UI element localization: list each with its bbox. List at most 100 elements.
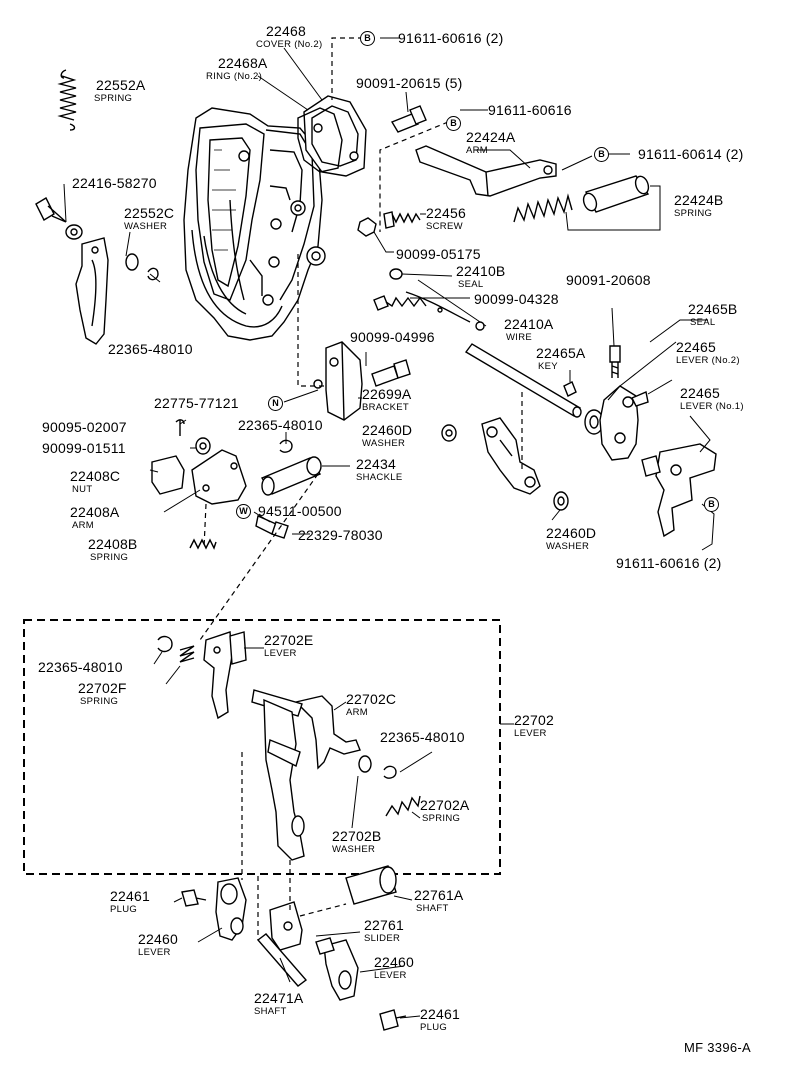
callout-number: 22702A — [420, 797, 470, 813]
governor-housing — [183, 95, 367, 341]
seal-22410b — [389, 268, 403, 280]
callout-number: 90099-05175 — [396, 246, 481, 262]
callout-number: 22456 — [426, 205, 466, 221]
callout-number: 22461 — [110, 888, 150, 904]
callout-number: 22468 — [266, 23, 306, 39]
callout-name: SPRING — [80, 696, 119, 707]
lever-22460-left — [215, 877, 247, 941]
callout-number: 90091-20615 (5) — [356, 75, 463, 91]
callout-name: LEVER — [264, 648, 297, 659]
slider-22761 — [269, 901, 303, 951]
callout-name: SEAL — [690, 317, 716, 328]
snap-ring-22702b — [383, 765, 397, 779]
lever-22460-right — [315, 937, 359, 1001]
callout-name: WASHER — [362, 438, 406, 449]
callout-name: WASHER — [124, 221, 168, 232]
callout-number: 22460 — [374, 954, 414, 970]
symbol-b-icon: B — [446, 116, 461, 131]
callout-number: 22699A — [362, 386, 412, 402]
callout-number: 22465A — [536, 345, 586, 361]
symbol-b-icon: B — [594, 147, 609, 162]
callout-name: SHACKLE — [356, 472, 403, 483]
bolt-90091-20615 — [390, 105, 427, 133]
callout-number: 22416-58270 — [72, 175, 157, 191]
callout-number: 22424A — [466, 129, 516, 145]
callout-number: 22410B — [456, 263, 506, 279]
arm-22702c — [251, 689, 361, 770]
wire-22410a — [373, 279, 487, 331]
callout-number: 22329-78030 — [298, 527, 383, 543]
callout-name: SPRING — [674, 208, 713, 219]
key-22465a — [563, 381, 577, 397]
callout-name: ARM — [72, 520, 95, 531]
callout-name: WASHER — [332, 844, 376, 855]
screw-22456 — [383, 211, 421, 229]
callout-number: 22702 — [514, 712, 554, 728]
callout-number: 91611-60616 (2) — [398, 30, 504, 46]
shaft-22471a — [256, 933, 308, 987]
callout-number: 94511-00500 — [258, 503, 342, 519]
callout-number: 22365-48010 — [108, 341, 193, 357]
callout-name: LEVER (No.2) — [676, 355, 740, 366]
callout-number: 22775-77121 — [154, 395, 239, 411]
callout-name: LEVER — [514, 728, 547, 739]
symbol-n-icon: N — [268, 396, 283, 411]
washer-22702b — [358, 755, 372, 773]
callout-number: 90099-01511 — [42, 440, 126, 456]
callout-number: 90099-04328 — [474, 291, 559, 307]
symbol-b-icon: B — [704, 497, 719, 512]
spring-22552a — [57, 69, 77, 131]
lever-plate-left — [75, 237, 109, 345]
callout-number: 22460 — [138, 931, 178, 947]
callout-number: 22365-48010 — [38, 659, 123, 675]
shackle-22434 — [260, 456, 322, 496]
callout-number: 91611-60616 — [488, 102, 572, 118]
lever-22465-no2 — [599, 385, 649, 461]
callout-name: SCREW — [426, 221, 463, 232]
callout-name: ARM — [466, 145, 489, 156]
spring-22408b — [189, 538, 217, 550]
lever-22702-main — [263, 698, 305, 861]
spring-22702a — [385, 795, 421, 817]
callout-number: 22702C — [346, 691, 397, 707]
callout-number: 22408B — [88, 536, 138, 552]
callout-number: 22761 — [364, 917, 404, 933]
callout-number: 22761A — [414, 887, 464, 903]
callout-number: 22434 — [356, 456, 396, 472]
callout-name: SHAFT — [254, 1006, 287, 1017]
callout-name: SEAL — [458, 279, 484, 290]
callout-name: SHAFT — [416, 903, 449, 914]
callout-number: 22408A — [70, 504, 120, 520]
callout-number: 91611-60614 (2) — [638, 146, 744, 162]
nut-90099-05175 — [357, 217, 377, 237]
callout-name: LEVER (No.1) — [680, 401, 744, 412]
callout-number: 22552A — [96, 77, 146, 93]
callout-name: LEVER — [374, 970, 407, 981]
callout-number: 90099-04996 — [350, 329, 435, 345]
callout-name: WIRE — [506, 332, 533, 343]
bracket-22699a — [313, 341, 411, 421]
leader-lines — [63, 37, 715, 1019]
spring-22702f — [179, 645, 195, 663]
callout-number: 22702F — [78, 680, 127, 696]
washer-22552c — [65, 224, 83, 240]
snap-ring-center — [279, 439, 293, 453]
callout-number: 22460D — [362, 422, 413, 438]
bolt-90091-20608 — [609, 345, 621, 378]
snap-ring-left — [147, 267, 159, 281]
callout-number: 22465 — [680, 385, 720, 401]
lever-22465-no1 — [641, 443, 717, 538]
callout-number: 22465 — [676, 339, 716, 355]
callout-number: 90095-02007 — [42, 419, 127, 435]
shaft-22761a — [345, 865, 397, 905]
symbol-w-icon: W — [236, 504, 251, 519]
arm-22408a — [191, 449, 247, 505]
symbol-b-icon: B — [360, 31, 375, 46]
callout-number: 22461 — [420, 1006, 460, 1022]
callout-name: SLIDER — [364, 933, 401, 944]
callout-name: SPRING — [94, 93, 133, 104]
callout-name: ARM — [346, 707, 369, 718]
spring-22424b — [513, 175, 650, 223]
